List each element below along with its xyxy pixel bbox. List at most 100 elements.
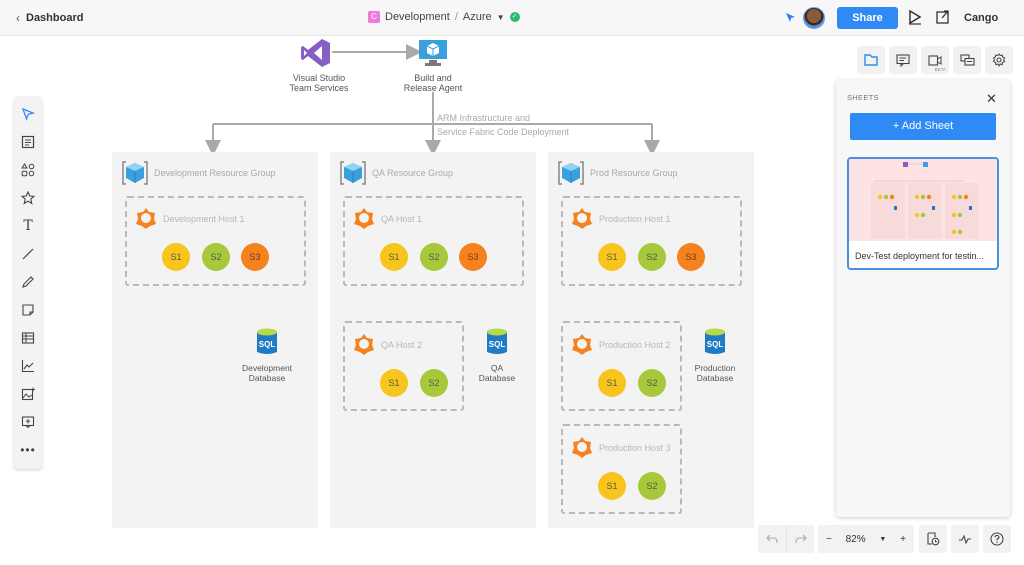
svg-text:SQL: SQL bbox=[707, 340, 724, 349]
service-node[interactable]: S2 bbox=[638, 472, 666, 500]
service-node[interactable]: S2 bbox=[420, 369, 448, 397]
sheets-tab[interactable] bbox=[857, 46, 885, 74]
shapes-icon[interactable] bbox=[19, 161, 37, 179]
settings-tab[interactable] bbox=[985, 46, 1013, 74]
zoom-dropdown-icon[interactable]: ▼ bbox=[879, 535, 887, 543]
pencil-icon[interactable] bbox=[19, 273, 37, 291]
more-icon[interactable]: ••• bbox=[20, 443, 36, 457]
help-button-wrap bbox=[983, 525, 1011, 553]
star-icon[interactable] bbox=[19, 189, 37, 207]
service-fabric-icon bbox=[352, 332, 376, 361]
host-title: Production Host 3 bbox=[599, 443, 671, 453]
saved-check-icon: ✓ bbox=[509, 12, 520, 22]
host-box[interactable] bbox=[561, 196, 742, 286]
service-node[interactable]: S1 bbox=[162, 243, 190, 271]
host-box[interactable] bbox=[561, 321, 682, 411]
add-sheet-button[interactable]: + Add Sheet bbox=[850, 113, 996, 140]
service-node[interactable]: S2 bbox=[420, 243, 448, 271]
deploy-label: ARM Infrastructure and Service Fabric Co… bbox=[437, 111, 569, 139]
service-node[interactable]: S3 bbox=[459, 243, 487, 271]
service-fabric-icon bbox=[570, 206, 594, 235]
vsts-label-line1: Visual Studio bbox=[292, 73, 346, 83]
vsts-icon bbox=[300, 38, 332, 73]
service-fabric-icon bbox=[570, 435, 594, 464]
database-label: Production Database bbox=[680, 363, 750, 383]
host-box[interactable] bbox=[343, 321, 464, 411]
back-to-dashboard-link[interactable]: ‹ Dashboard bbox=[16, 11, 83, 25]
vsts-label: Visual Studio Team Services bbox=[276, 73, 362, 93]
table-icon[interactable] bbox=[19, 329, 37, 347]
select-icon[interactable] bbox=[19, 105, 37, 123]
help-icon[interactable] bbox=[983, 525, 1011, 553]
revision-history-icon[interactable] bbox=[919, 525, 947, 553]
build-agent-label-line2: Release Agent bbox=[403, 83, 463, 93]
service-node[interactable]: S3 bbox=[241, 243, 269, 271]
database-label-line2: Database bbox=[696, 373, 734, 383]
service-node[interactable]: S3 bbox=[677, 243, 705, 271]
chevron-left-icon: ‹ bbox=[16, 11, 20, 25]
close-icon[interactable]: ✕ bbox=[986, 91, 997, 106]
back-label: Dashboard bbox=[26, 12, 84, 24]
database-label-line2: Database bbox=[478, 373, 516, 383]
breadcrumb-folder[interactable]: Development bbox=[385, 11, 450, 23]
video-tab[interactable]: BETA bbox=[921, 46, 949, 74]
text-icon[interactable]: T bbox=[23, 218, 33, 234]
present-play-icon[interactable] bbox=[908, 9, 922, 30]
right-panel-tabs: BETA bbox=[857, 46, 1013, 74]
zoom-level[interactable]: 82% bbox=[845, 533, 866, 545]
svg-text:SQL: SQL bbox=[259, 340, 276, 349]
host-box[interactable] bbox=[125, 196, 306, 286]
database-label: QA Database bbox=[462, 363, 532, 383]
service-node[interactable]: S1 bbox=[598, 243, 626, 271]
service-node[interactable]: S2 bbox=[202, 243, 230, 271]
diagram-canvas[interactable]: Visual Studio Team Services Build and Re… bbox=[0, 36, 1024, 565]
host-box[interactable] bbox=[561, 424, 682, 514]
breadcrumb-separator: / bbox=[454, 11, 458, 23]
host-title: Production Host 2 bbox=[599, 340, 671, 350]
build-agent-label-line1: Build and bbox=[414, 73, 452, 83]
activity-icon[interactable] bbox=[951, 525, 979, 553]
resource-group-icon bbox=[557, 159, 585, 192]
sticky-note-icon[interactable] bbox=[19, 301, 37, 319]
zoom-in-button[interactable]: + bbox=[900, 533, 906, 545]
sql-database-icon: SQL bbox=[256, 328, 278, 361]
top-bar: ‹ Dashboard C Development / Azure ▼ ✓ Sh… bbox=[0, 0, 1024, 36]
sheet-thumbnail[interactable]: Dev-Test deployment for testin... bbox=[847, 157, 999, 270]
caret-down-icon[interactable]: ▼ bbox=[496, 12, 505, 22]
undo-button[interactable] bbox=[758, 525, 786, 553]
service-node[interactable]: S2 bbox=[638, 369, 666, 397]
chat-tab[interactable] bbox=[953, 46, 981, 74]
comments-tab[interactable] bbox=[889, 46, 917, 74]
line-icon[interactable] bbox=[19, 245, 37, 263]
embed-icon[interactable] bbox=[19, 413, 37, 431]
document-title[interactable]: Azure bbox=[462, 11, 492, 23]
undo-redo-group bbox=[758, 525, 814, 553]
zoom-controls: − 82% ▼ + bbox=[818, 525, 914, 553]
share-button[interactable]: Share bbox=[837, 7, 898, 29]
cursor-icon[interactable] bbox=[785, 12, 796, 26]
host-title: Production Host 1 bbox=[599, 214, 671, 224]
service-node[interactable]: S2 bbox=[638, 243, 666, 271]
export-icon[interactable] bbox=[935, 9, 951, 30]
build-agent-icon bbox=[418, 39, 448, 72]
sql-database-icon: SQL bbox=[486, 328, 508, 361]
service-node[interactable]: S1 bbox=[380, 243, 408, 271]
service-node[interactable]: S1 bbox=[598, 369, 626, 397]
host-box[interactable] bbox=[343, 196, 524, 286]
avatar[interactable] bbox=[803, 7, 825, 29]
service-fabric-icon bbox=[570, 332, 594, 361]
page-icon[interactable] bbox=[19, 133, 37, 151]
host-title: QA Host 1 bbox=[381, 214, 423, 224]
redo-button[interactable] bbox=[786, 525, 814, 553]
host-title: Development Host 1 bbox=[163, 214, 245, 224]
user-name[interactable]: Cango bbox=[964, 12, 999, 24]
service-fabric-icon bbox=[134, 206, 158, 235]
beta-badge: BETA bbox=[934, 67, 946, 72]
image-icon[interactable] bbox=[19, 385, 37, 403]
zoom-out-button[interactable]: − bbox=[826, 533, 832, 545]
resource-group-icon bbox=[339, 159, 367, 192]
sheet-preview-image bbox=[849, 159, 997, 241]
service-node[interactable]: S1 bbox=[598, 472, 626, 500]
chart-icon[interactable] bbox=[19, 357, 37, 375]
service-node[interactable]: S1 bbox=[380, 369, 408, 397]
